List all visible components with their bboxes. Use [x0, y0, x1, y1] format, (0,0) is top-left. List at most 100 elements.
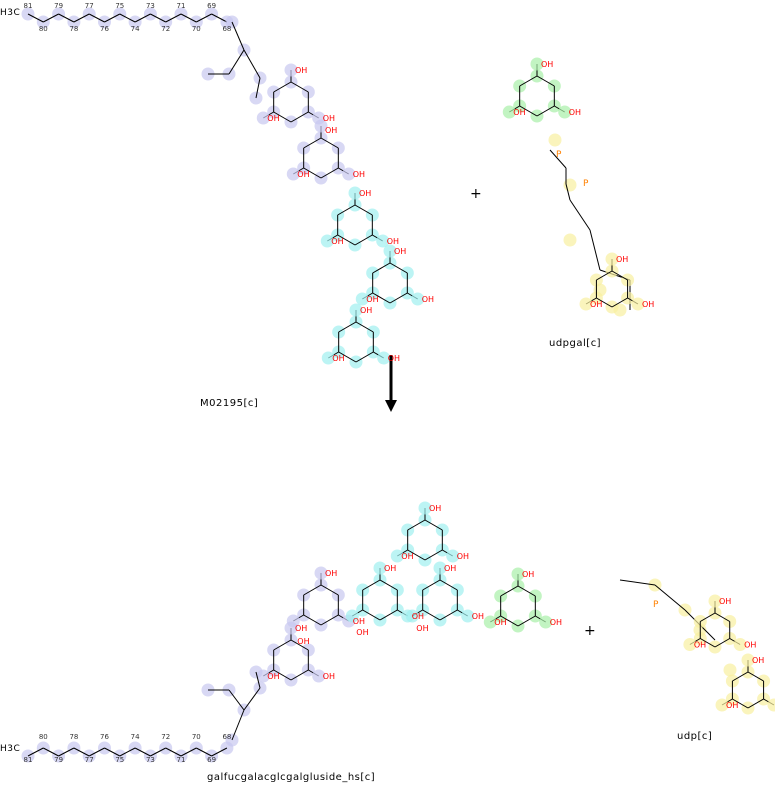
- top-chain-bond: [88, 13, 105, 23]
- oxygen-atom: OH: [353, 617, 365, 626]
- atom-highlight: [563, 233, 577, 247]
- oxygen-atom: OH: [332, 354, 344, 363]
- atom-highlight: [349, 303, 363, 317]
- ring-udpgal-uracil-bond: [611, 270, 628, 281]
- compound-label-galfucgalacglcgalgluside: galfucgalacglcgalgluside_hs[c]: [207, 772, 376, 783]
- bond: [228, 49, 245, 75]
- oxygen-atom: OH: [331, 237, 343, 246]
- oxygen-atom: OH: [422, 295, 434, 304]
- bond: [231, 709, 245, 741]
- atom-highlight: [286, 614, 300, 628]
- ring-udp-uracil-bond: [747, 698, 764, 709]
- ring-udpgal-uracil-bond: [596, 270, 613, 281]
- bottom-chain-bond: [150, 747, 166, 757]
- top-chain-atom-number: 81: [24, 2, 33, 10]
- atom-highlight: [461, 609, 475, 623]
- atom-highlight: [348, 186, 362, 200]
- ring-m02195-5-bond: [338, 351, 357, 363]
- atom-highlight: [708, 594, 722, 608]
- oxygen-atom: OH: [387, 237, 399, 246]
- atom-highlight: [284, 63, 298, 77]
- ring-udp-uracil-bond: [732, 698, 749, 709]
- ring-udpgal-galactose-bond: [536, 75, 555, 87]
- oxygen-atom: OH: [616, 255, 628, 264]
- oxygen-atom: OH: [323, 672, 335, 681]
- oxygen-atom: OH: [295, 66, 307, 75]
- oxygen-atom: OH: [356, 628, 368, 637]
- top-chain-atom-number: 71: [177, 2, 186, 10]
- atom-highlight: [502, 105, 516, 119]
- oxygen-atom: OH: [752, 656, 764, 665]
- bottom-chain-atom-number: 72: [161, 733, 170, 741]
- ring-m02195-4-bond: [389, 262, 408, 274]
- top-chain-bond: [58, 13, 75, 23]
- top-chain-atom-number: 79: [54, 2, 63, 10]
- atom-highlight: [355, 292, 369, 306]
- atom-highlight: [342, 167, 356, 181]
- ring-udpgal-uracil-bond: [596, 297, 613, 308]
- ring-udp-ribose-bond: [714, 638, 730, 648]
- udpgal-bond: [549, 149, 567, 169]
- ring-product-3-bond: [362, 579, 381, 591]
- ring-product-galactose-bond: [517, 585, 536, 597]
- oxygen-atom: OH: [744, 641, 756, 650]
- atom-highlight: [539, 615, 553, 629]
- atom-highlight: [320, 234, 334, 248]
- bottom-chain-atom-number: 73: [146, 756, 155, 764]
- ring-product-4-bond: [422, 579, 441, 591]
- ring-m02195-2-bond: [303, 167, 322, 179]
- ring-m02195-5-bond: [355, 351, 374, 363]
- oxygen-atom: OH: [267, 672, 279, 681]
- udp-bond: [654, 584, 686, 611]
- udp-bond: [619, 579, 656, 586]
- atom-highlight: [314, 119, 328, 133]
- bottom-chain-bond: [58, 747, 75, 757]
- bond: [243, 687, 261, 711]
- ring-m02195-4-bond: [389, 292, 408, 304]
- oxygen-atom: OH: [457, 552, 469, 561]
- top-chain-atom-number: 76: [100, 25, 109, 33]
- plus-sign-products: +: [584, 623, 596, 639]
- ring-product-3-bond: [379, 609, 398, 621]
- ring-product-1-bond: [290, 669, 309, 681]
- bottom-chain-atom-number: 76: [100, 733, 109, 741]
- ring-udpgal-uracil-bond: [611, 297, 628, 308]
- oxygen-atom: OH: [388, 354, 400, 363]
- ring-product-1-bond: [273, 669, 292, 681]
- bond: [255, 77, 261, 99]
- atom-highlight: [741, 653, 755, 667]
- oxygen-atom: OH: [726, 701, 738, 710]
- oxygen-atom: OH: [366, 295, 378, 304]
- atom-highlight: [733, 638, 747, 651]
- oxygen-atom: OH: [297, 637, 309, 646]
- atom-highlight: [373, 561, 387, 575]
- bottom-chain-atom-number: 70: [192, 733, 201, 741]
- atom-highlight: [376, 234, 390, 248]
- atom-highlight: [418, 501, 432, 515]
- top-chain-bond: [104, 13, 121, 23]
- oxygen-atom: OH: [297, 170, 309, 179]
- bottom-chain-bond: [73, 747, 90, 757]
- oxygen-atom: OH: [472, 612, 484, 621]
- top-chain-atom-number: 69: [207, 2, 216, 10]
- top-chain-bond: [196, 13, 212, 23]
- ring-m02195-2-bond: [320, 167, 339, 179]
- top-chain-atom-number: 74: [131, 25, 140, 33]
- arrow-head-icon: [385, 400, 397, 412]
- oxygen-atom: OH: [323, 114, 335, 123]
- atom-highlight: [511, 567, 525, 581]
- bottom-chain-bond: [211, 747, 228, 757]
- atom-highlight: [631, 297, 645, 311]
- top-chain-atom-number: 75: [115, 2, 124, 10]
- ring-udp-ribose-bond: [714, 612, 730, 622]
- oxygen-atom: OH: [541, 60, 553, 69]
- atom-highlight: [390, 549, 404, 563]
- ring-product-5-bond: [424, 519, 443, 531]
- oxygen-atom: OH: [384, 564, 396, 573]
- bottom-chain-atom-number: 68: [222, 733, 231, 741]
- phosphorus-atom: P: [556, 150, 562, 160]
- ring-m02195-1-bond: [273, 111, 292, 123]
- ring-m02195-3-bond: [354, 234, 373, 246]
- atom-highlight: [715, 698, 729, 712]
- atom-highlight: [683, 638, 697, 651]
